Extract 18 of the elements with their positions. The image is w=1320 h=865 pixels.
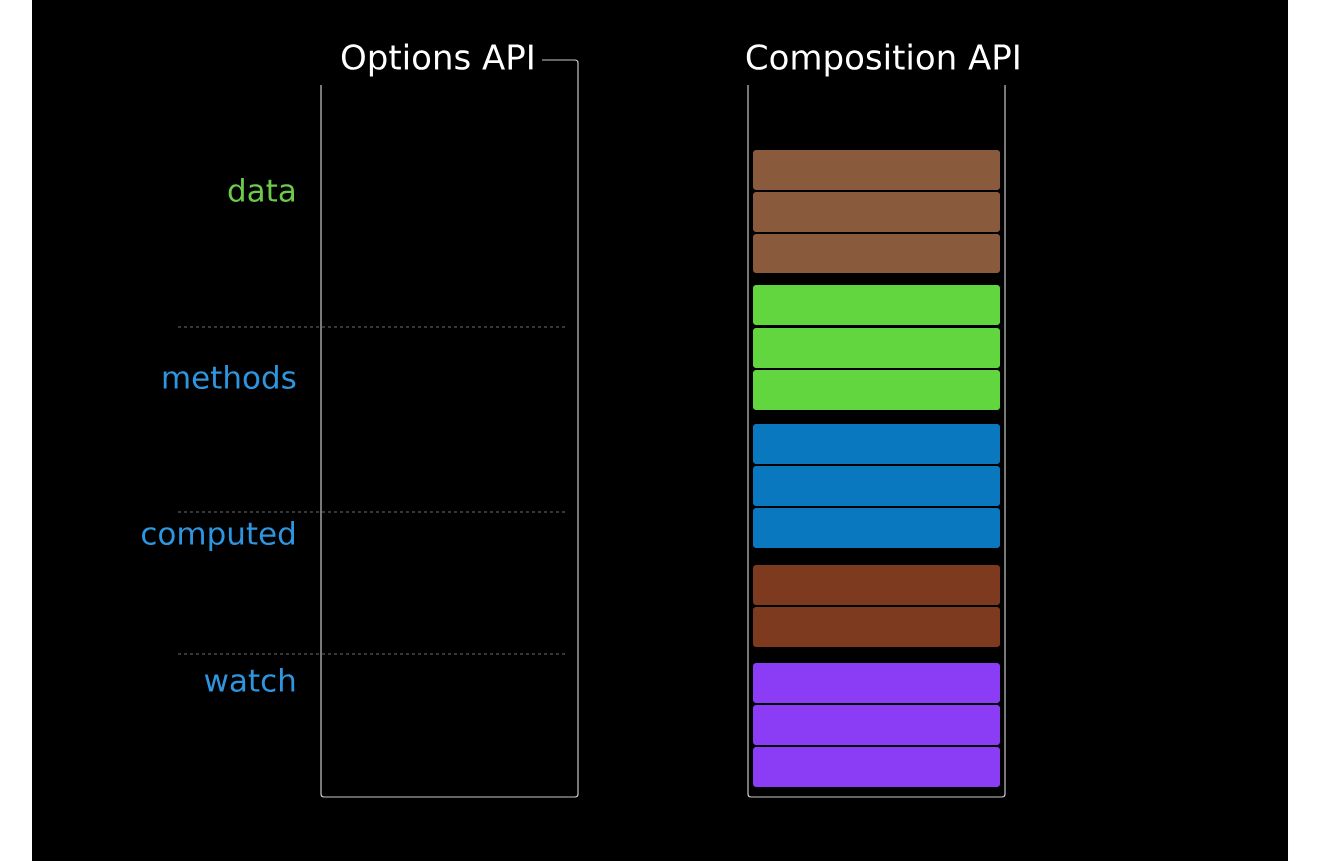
bar (753, 466, 1000, 506)
bar (753, 370, 1000, 410)
panel-title: Composition API (746, 43, 1019, 77)
bar (753, 565, 1000, 605)
panel-title: Options API (341, 43, 533, 77)
bar (753, 234, 1000, 273)
bar (753, 150, 1000, 190)
bar (753, 705, 1000, 745)
bar (753, 508, 1000, 548)
panel (320, 43, 579, 798)
bar (753, 607, 1000, 647)
bar (753, 747, 1000, 787)
bar (753, 285, 1000, 325)
bar (753, 424, 1000, 464)
bar (753, 663, 1000, 703)
bar (753, 192, 1000, 232)
panel (746, 43, 1019, 798)
bar (753, 328, 1000, 368)
